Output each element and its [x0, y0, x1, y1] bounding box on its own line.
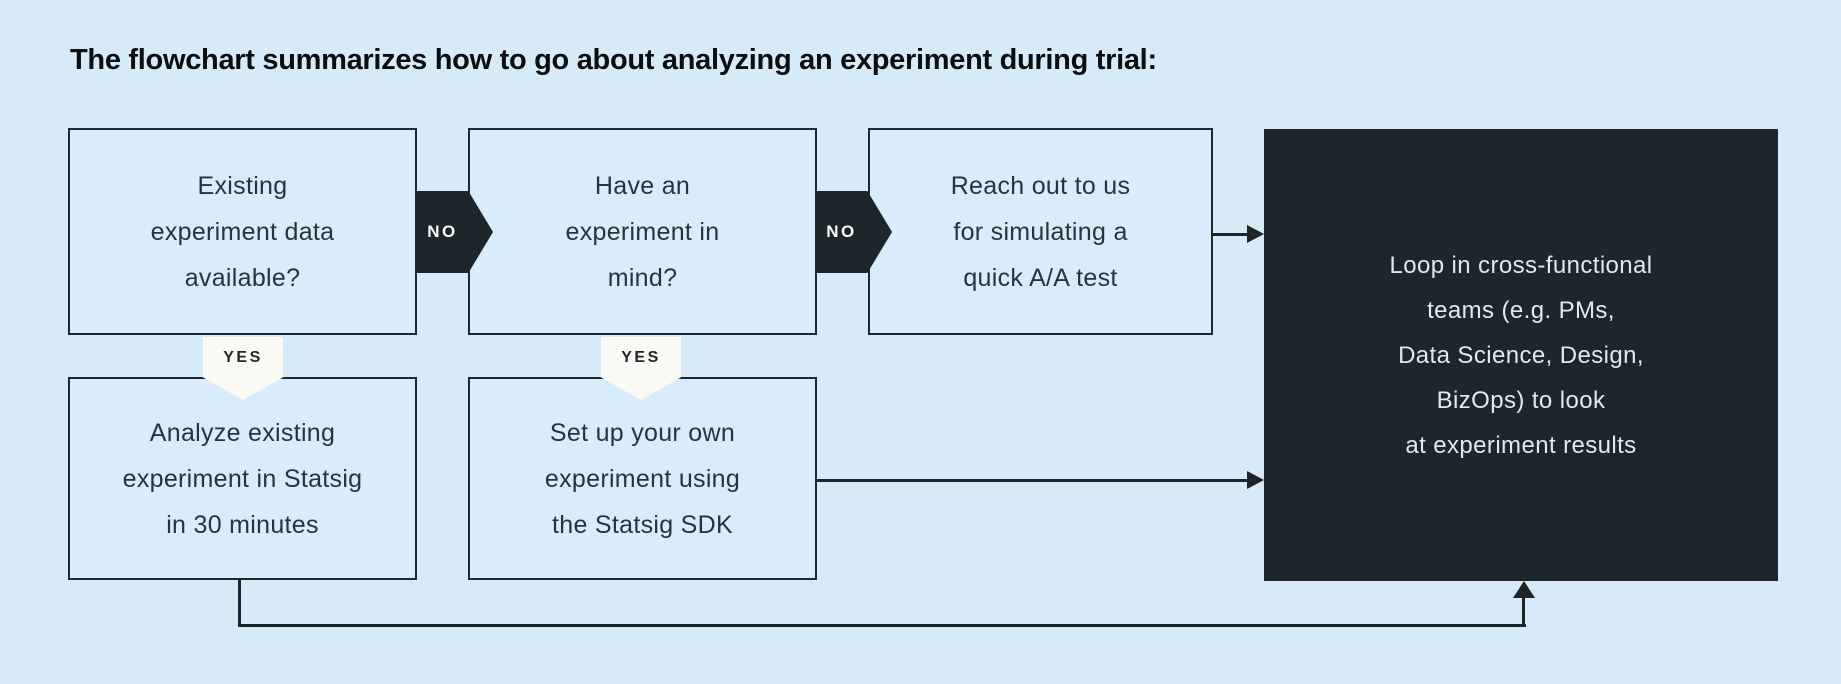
box-text-line: for simulating a	[953, 217, 1128, 246]
box-text-line: experiment in Statsig	[122, 464, 363, 493]
arrow-line-analyze-down	[238, 580, 241, 627]
box-text-line: teams (e.g. PMs,	[1427, 296, 1615, 324]
box-text-line: quick A/A test	[963, 263, 1118, 292]
box-text-line: experiment in	[565, 217, 720, 246]
no-label: NO	[427, 222, 458, 241]
box-text-line: Reach out to us	[950, 171, 1131, 200]
no-label: NO	[826, 222, 857, 241]
box-reach-out-simulate-aa-test: Reach out to us for simulating a quick A…	[868, 128, 1213, 335]
decision-box-experiment-in-mind: Have an experiment in mind?	[468, 128, 817, 335]
page-title: The flowchart summarizes how to go about…	[70, 44, 1157, 76]
box-text-line: Loop in cross-functional	[1389, 251, 1653, 279]
arrow-line-reach-to-loop	[1213, 233, 1250, 236]
box-text-line: experiment data	[150, 217, 335, 246]
arrow-line-bottom-across	[238, 624, 1526, 627]
arrow-line-bottom-up	[1522, 597, 1525, 627]
box-text-line: Existing	[197, 171, 288, 200]
yes-label: YES	[621, 348, 661, 366]
decision-box-existing-data: Existing experiment data available?	[68, 128, 417, 335]
box-setup-own-experiment-sdk: Set up your own experiment using the Sta…	[468, 377, 817, 580]
box-text-line: Have an	[594, 171, 691, 200]
box-text-line: Set up your own	[549, 418, 736, 447]
box-loop-in-cross-functional-teams: Loop in cross-functional teams (e.g. PMs…	[1264, 129, 1778, 581]
box-text-line: in 30 minutes	[166, 510, 319, 539]
arrowhead-setup-to-loop	[1247, 471, 1264, 489]
box-text-line: mind?	[607, 263, 678, 292]
yes-label: YES	[223, 348, 263, 366]
box-text-line: the Statsig SDK	[552, 510, 733, 539]
arrow-line-setup-to-loop	[817, 479, 1250, 482]
box-text-line: Analyze existing	[149, 418, 336, 447]
box-text-line: Data Science, Design,	[1398, 341, 1644, 369]
arrowhead-analyze-to-loop	[1513, 581, 1535, 598]
box-text-line: experiment using	[544, 464, 741, 493]
box-text-line: BizOps) to look	[1436, 386, 1606, 414]
box-analyze-existing-experiment: Analyze existing experiment in Statsig i…	[68, 377, 417, 580]
arrowhead-reach-to-loop	[1247, 225, 1264, 243]
box-text-line: available?	[184, 263, 301, 292]
box-text-line: at experiment results	[1405, 431, 1637, 459]
